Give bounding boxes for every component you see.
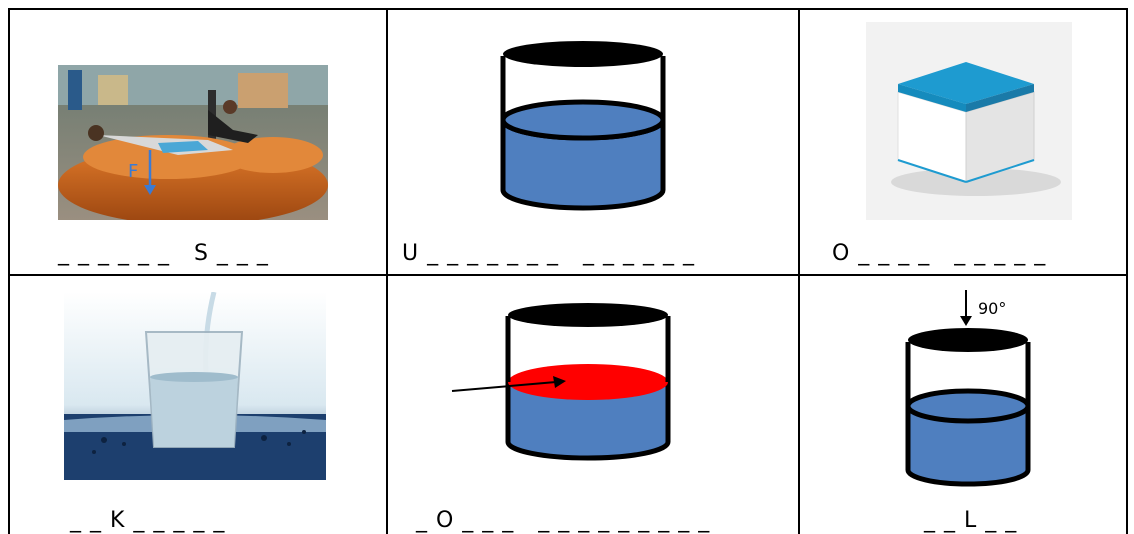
cell-3: O _ _ _ _ _ _ _ _ _ (800, 10, 1126, 274)
force-label: F (128, 161, 138, 182)
cushion-photo: F (58, 65, 328, 220)
cell-1: F _ _ _ _ _ _ S _ _ _ (10, 10, 386, 274)
row-divider (8, 274, 1128, 276)
word-clue-1: _ _ _ _ _ _ S _ _ _ (58, 241, 269, 266)
column-divider-2 (798, 8, 800, 534)
word-clue-2: U _ _ _ _ _ _ _ _ _ _ _ _ _ (402, 241, 695, 266)
cylinder-angle-diagram: 90° (905, 290, 1031, 487)
cylinder-surface-diagram (451, 303, 671, 461)
word-clue-6: _ _ L _ _ (924, 508, 1018, 533)
cube-image (866, 22, 1072, 220)
word-clue-4: _ _ K _ _ _ _ _ (70, 508, 226, 533)
water-glass-photo (64, 292, 326, 480)
cell-5: _ O _ _ _ _ _ _ _ _ _ _ _ _ (388, 276, 798, 534)
column-divider-1 (386, 8, 388, 534)
angle-label: 90° (978, 299, 1006, 318)
cell-4: _ _ K _ _ _ _ _ (10, 276, 386, 534)
cylinder-diagram (500, 41, 666, 211)
cell-2: U _ _ _ _ _ _ _ _ _ _ _ _ _ (388, 10, 798, 274)
word-clue-5: _ O _ _ _ _ _ _ _ _ _ _ _ _ (416, 508, 711, 533)
cell-6: 90° _ _ L _ _ (800, 276, 1126, 534)
table-border-right (1126, 8, 1128, 534)
table-border-top (8, 8, 1128, 10)
word-clue-3: O _ _ _ _ _ _ _ _ _ (832, 241, 1047, 266)
table-border-left (8, 8, 10, 534)
